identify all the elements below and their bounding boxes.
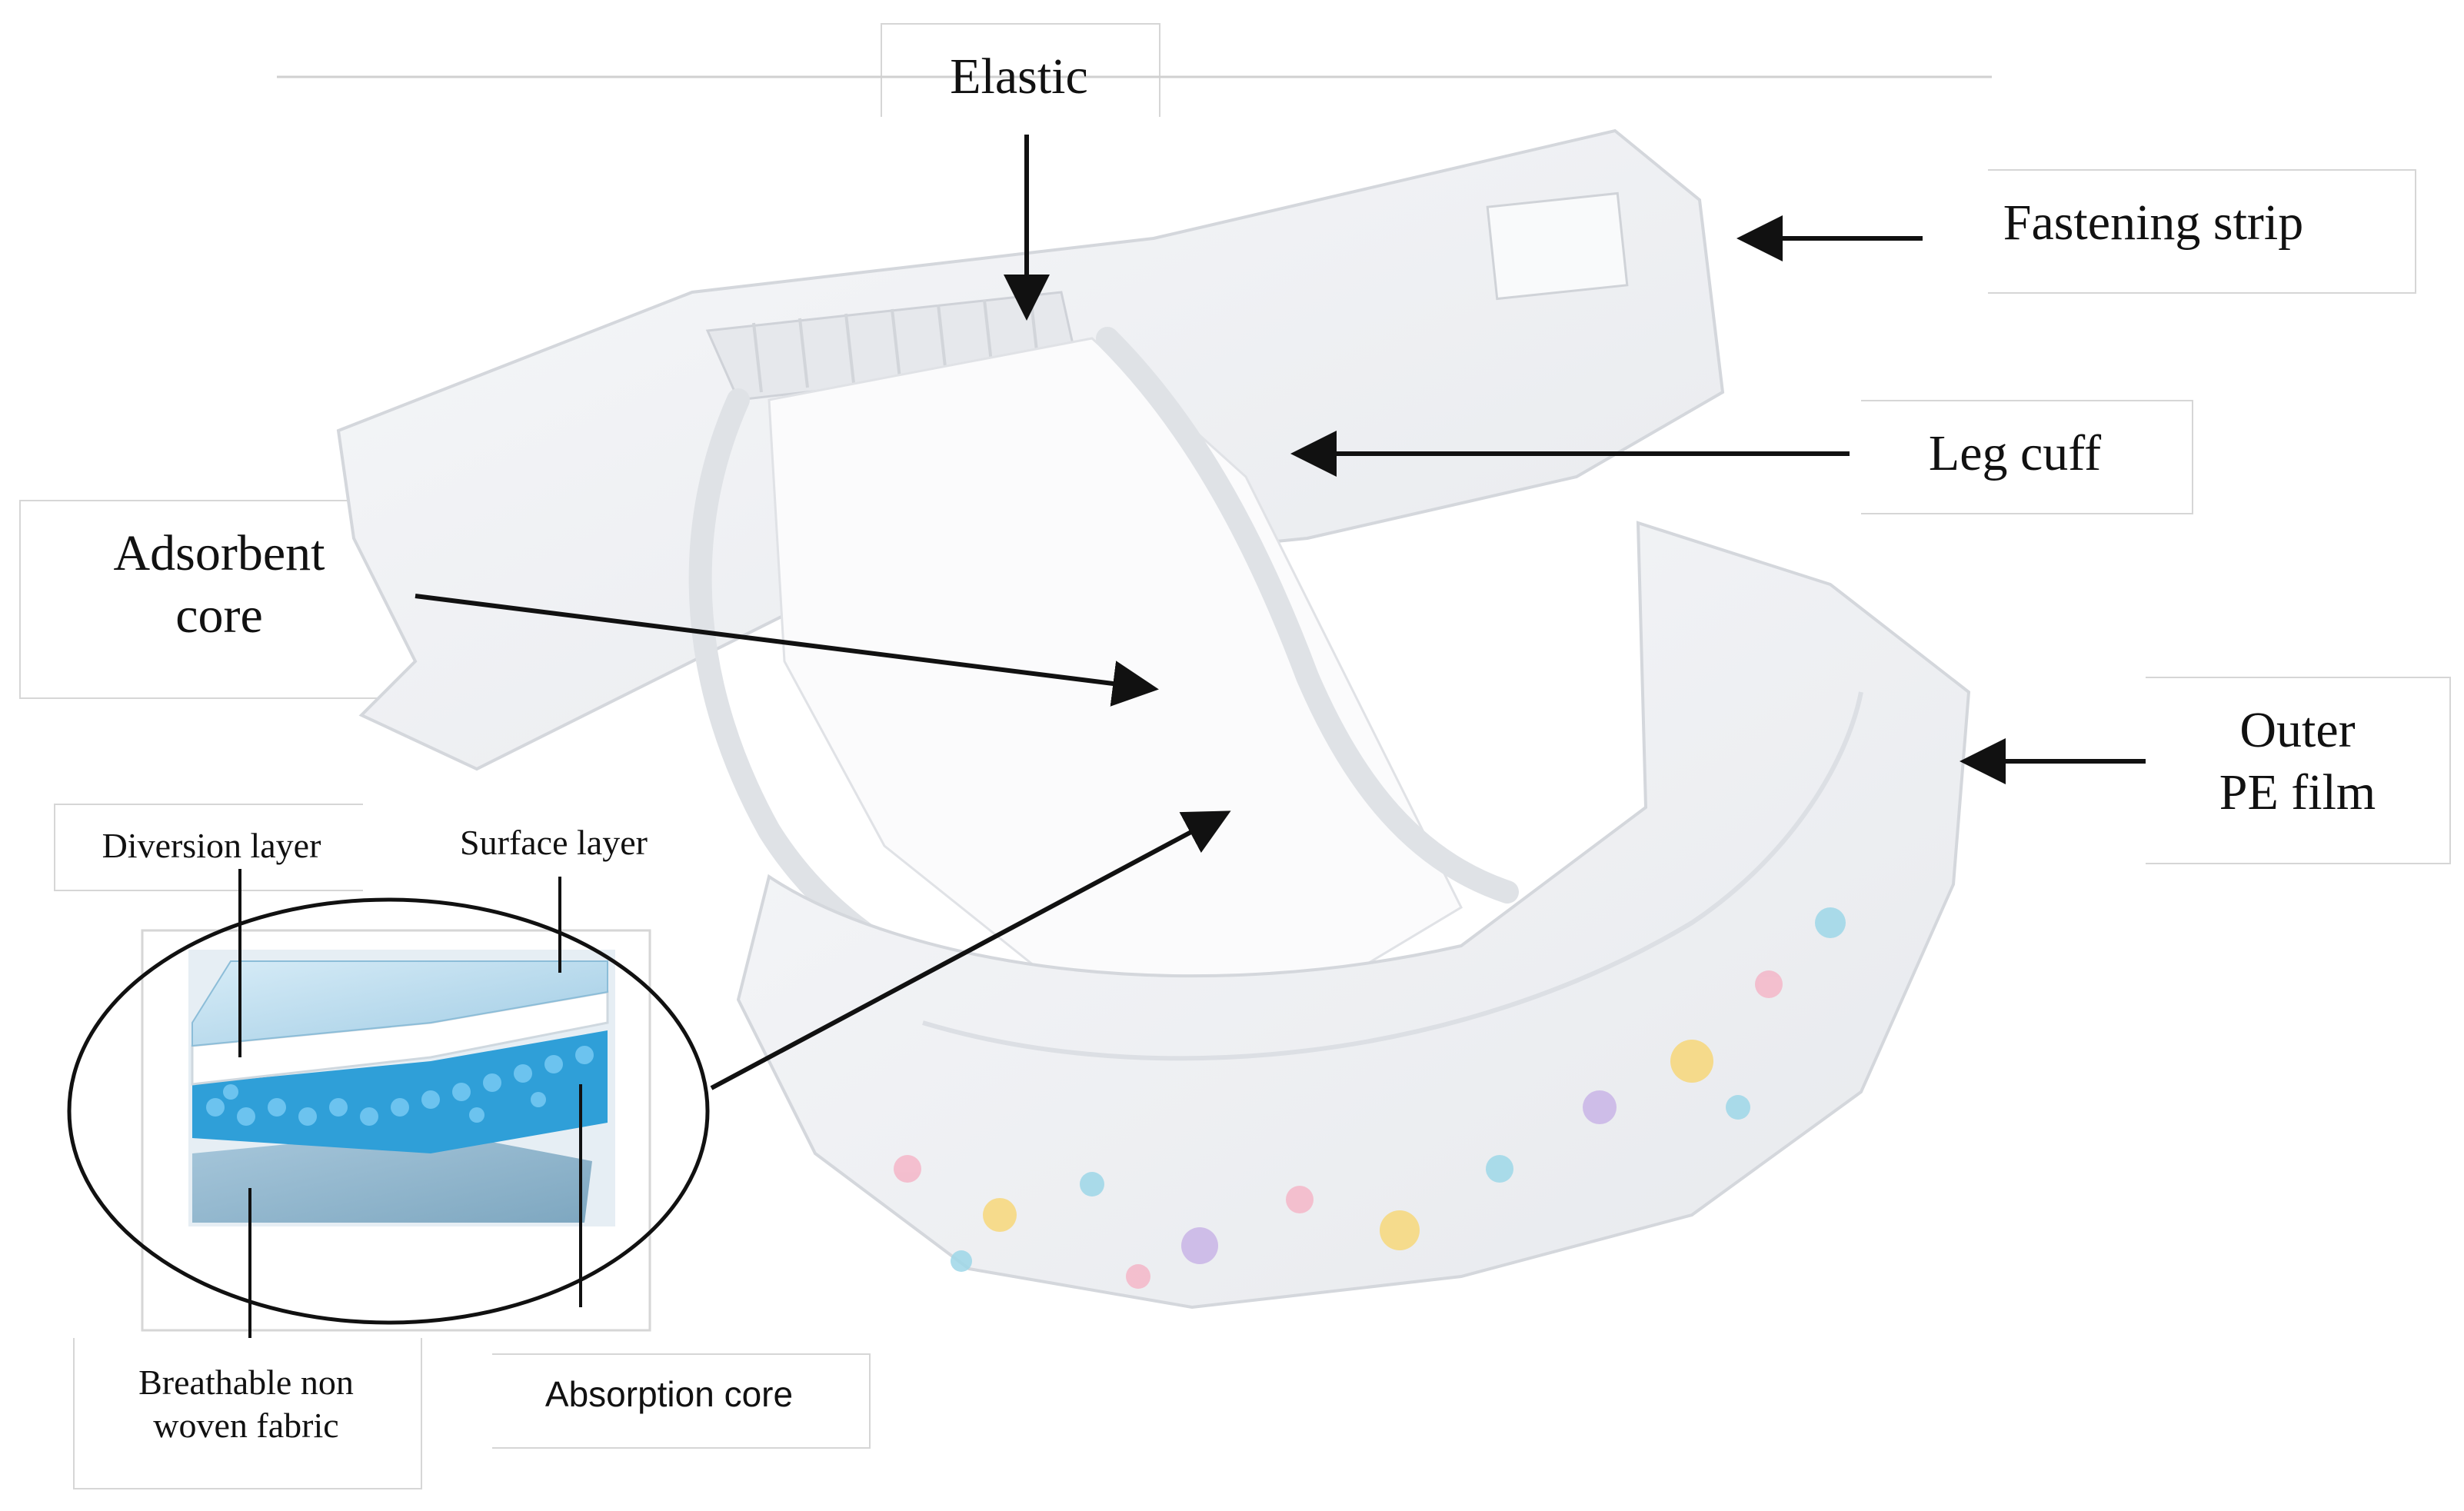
absorption-core-label: Absorption core <box>544 1374 794 1414</box>
outer-pe-film-line-2: PE film <box>2219 764 2376 820</box>
breathable-label-box <box>73 1338 422 1489</box>
arrows <box>415 135 2146 1090</box>
inset-frame <box>141 929 651 1332</box>
outer-pe-film-line-1: Outer <box>2239 702 2356 758</box>
breathable-fabric-line-1: Breathable non <box>138 1363 354 1402</box>
layer-surface <box>191 960 608 1047</box>
diversion-layer-label: Diversion layer <box>102 826 321 865</box>
diaper-front-panel <box>736 521 1971 1310</box>
fastening-tab <box>1486 191 1629 301</box>
fastening-strip-label: Fastening strip <box>2003 195 2304 251</box>
layer-inset <box>67 869 710 1338</box>
surface-layer-label: Surface layer <box>460 823 648 862</box>
adsorbent-label-box <box>19 500 413 699</box>
bead-highlights <box>206 1046 594 1126</box>
elastic-label-box <box>881 23 1160 117</box>
absorption-label-box <box>492 1353 871 1449</box>
breathable-fabric-line-2: woven fabric <box>153 1406 339 1446</box>
print-pattern <box>894 907 1846 1289</box>
inset-to-core-arrow <box>710 810 1231 1090</box>
layer-bottom <box>192 1130 592 1223</box>
leg-cuff-label: Leg cuff <box>1928 425 2102 481</box>
inset-ellipse <box>67 897 710 1325</box>
breathable-fabric-label: Breathable non woven fabric <box>73 1361 419 1447</box>
layer-beads <box>192 1030 608 1153</box>
leg-cuff-right <box>1096 327 1519 904</box>
diversion-label-box <box>54 804 363 891</box>
adsorbent-core-label: Adsorbent core <box>46 523 392 647</box>
adsorbent-core-line-2: core <box>175 587 263 644</box>
adsorbent-arrow <box>415 594 1159 707</box>
front-panel-fold <box>922 691 1863 1061</box>
adsorbent-core-line-1: Adsorbent <box>113 525 325 581</box>
outer-pe-film-label: Outer PE film <box>2146 700 2449 824</box>
fastening-label-box <box>1988 169 2416 294</box>
elastic-label: Elastic <box>950 48 1088 105</box>
legcuff-label-box <box>1861 400 2193 514</box>
outer-film-label-box <box>2146 677 2451 864</box>
